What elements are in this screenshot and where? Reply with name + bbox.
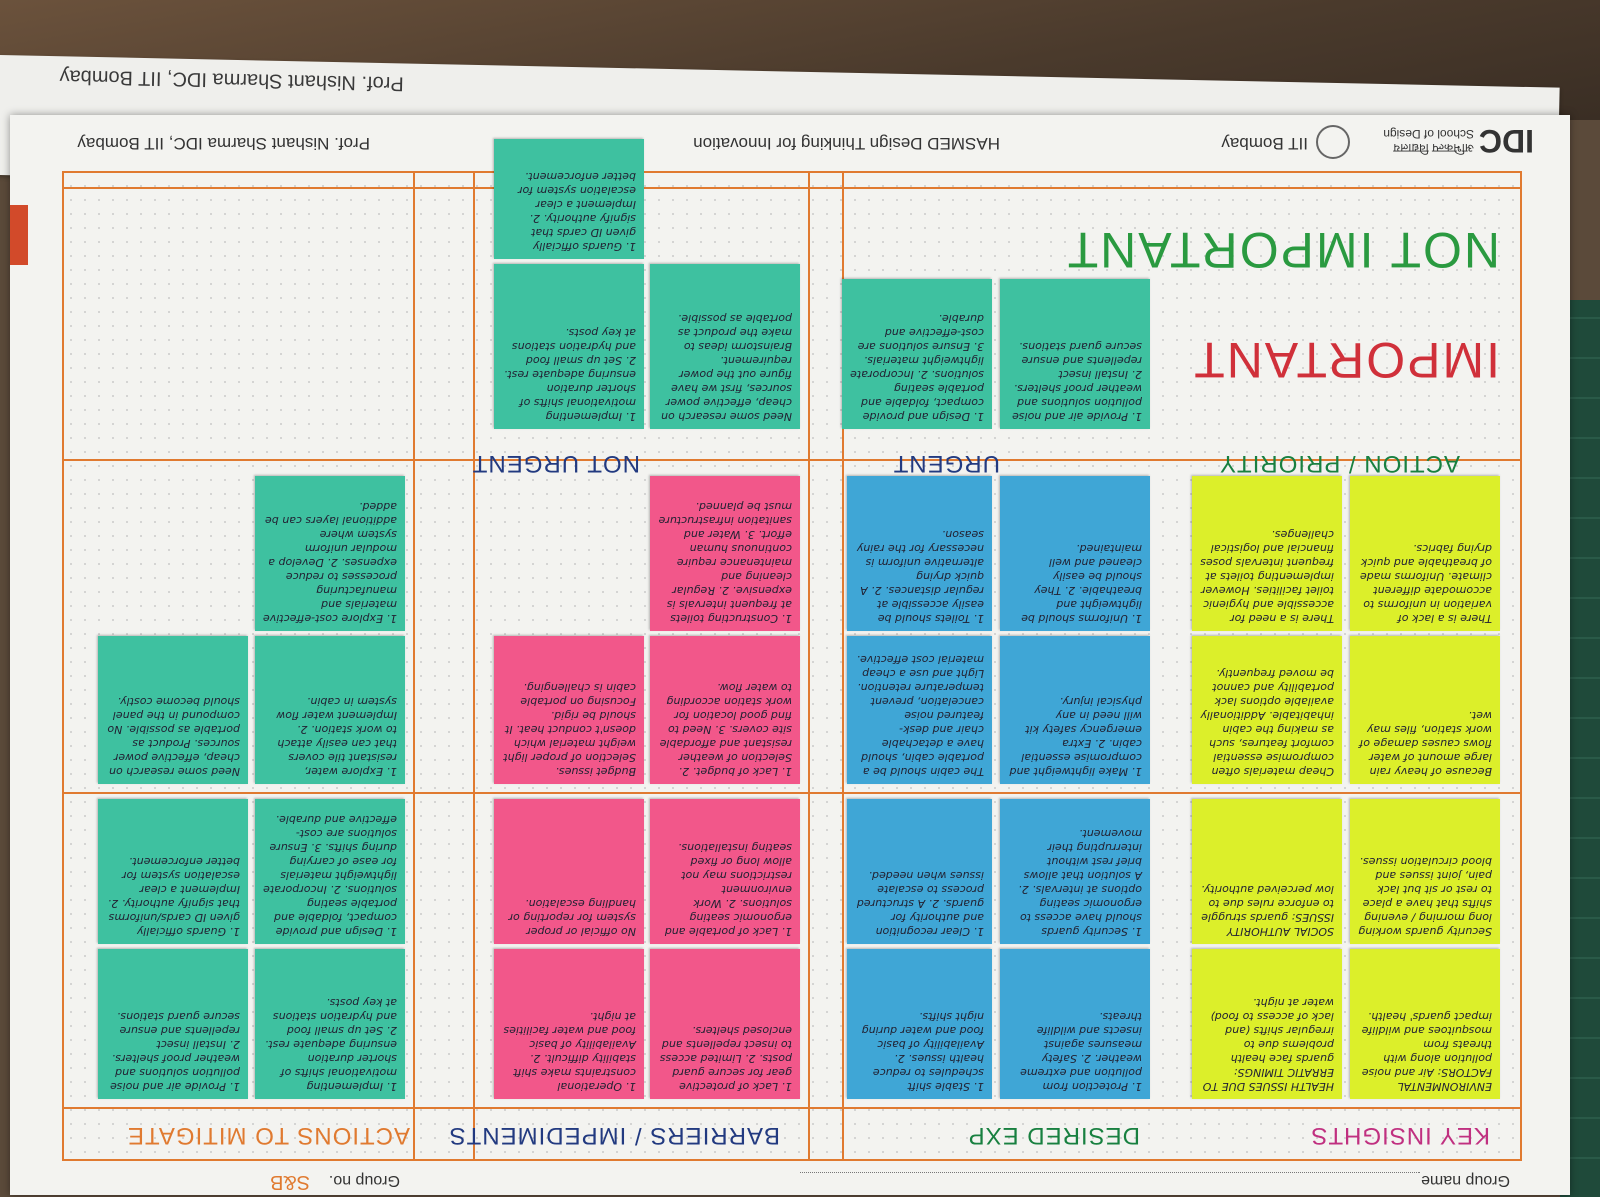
label-important: IMPORTANT <box>1192 332 1500 388</box>
matrix-grid: KEY INSIGHTS DESIRED EXP BARRIERS / IMPE… <box>62 139 1522 1161</box>
grid-line <box>64 1107 1520 1109</box>
sticky-note: 1. Lack of portable and ergonomic seatin… <box>650 799 800 944</box>
grid-line <box>473 173 475 1159</box>
sticky-note: Need some research on cheap, effective p… <box>650 264 800 429</box>
red-tape <box>10 205 28 265</box>
sticky-note: 1. Constructing toilets at frequent inte… <box>650 476 800 631</box>
sticky-note: 1. Clear recognition and authority for g… <box>847 799 992 944</box>
logo-school: School of Design <box>1383 127 1474 141</box>
sticky-note: 1. Implementing motivational shifts of s… <box>255 949 405 1099</box>
group-no-value: S&B <box>269 1171 310 1193</box>
sticky-note: The cabin should be a portable cabin, sh… <box>847 636 992 784</box>
worksheet: Group name Group no. S&B KEY INSIGHTS DE… <box>10 115 1570 1195</box>
grid-line <box>808 173 810 1159</box>
sticky-note: Budget issues. Selection of proper light… <box>494 636 644 784</box>
sticky-note: 1. Lack of budget. 2. Selection of weath… <box>650 636 800 784</box>
label-action-priority: ACTION / PRIORITY <box>1218 450 1460 477</box>
sticky-note: 1. Explore water, resistant tile covers … <box>255 636 405 784</box>
sheet-title: HASMED Design Thinking for Innovation <box>693 134 1000 153</box>
worksheet-rotated: Group name Group no. S&B KEY INSIGHTS DE… <box>10 115 1570 1195</box>
sticky-note: 1. Make lightweight and compromise essen… <box>1000 636 1150 784</box>
sticky-note: 1. Explore cost-effective materials and … <box>255 476 405 631</box>
iit-emblem-icon <box>1316 125 1350 159</box>
sticky-note: Security guards working long morning / e… <box>1350 799 1500 944</box>
group-name-label: Group name <box>1421 1172 1510 1189</box>
sticky-note: 1. Provide air and noise pollution solut… <box>98 949 248 1099</box>
sticky-note: 1. Design and provide compact, foldable … <box>842 279 992 429</box>
sticky-note: Need some research on cheap, effective p… <box>98 636 248 784</box>
group-name-line <box>800 1172 1420 1173</box>
sticky-note: 1. Guards officially given ID cards/unif… <box>98 799 248 944</box>
sticky-note: Because of heavy rain large amount of wa… <box>1350 636 1500 784</box>
sheet-credit: Prof. Nishant Sharma IDC, IIT Bombay <box>77 134 370 153</box>
back-sheet-credit: Prof. Nishant Sharma IDC, IIT Bombay <box>59 65 404 95</box>
sticky-note: There is a need for accessible and hygie… <box>1192 476 1342 631</box>
logo-subtitle: अभिकल्प विद्यालय School of Design <box>1383 127 1474 155</box>
row-label-key-insights: KEY INSIGHTS <box>1310 1122 1490 1149</box>
row-label-actions: ACTIONS TO MITIGATE <box>126 1122 410 1149</box>
sticky-note: HEALTH ISSUES DUE TO ERRATIC TIMINGS: gu… <box>1192 949 1342 1099</box>
sticky-note: ENVIRONMENTAL FACTORS: Air and noise pol… <box>1350 949 1500 1099</box>
sticky-note: 1. Lack of protective gear for secure gu… <box>650 949 800 1099</box>
sticky-note: There is a lack of variation in uniforms… <box>1350 476 1500 631</box>
sticky-note: No official or proper system for reporti… <box>494 799 644 944</box>
sticky-note: 1. Security guards should have access to… <box>1000 799 1150 944</box>
row-label-desired-exp: DESIRED EXP <box>967 1122 1140 1149</box>
sticky-note: 1. Protection from pollution and extreme… <box>1000 949 1150 1099</box>
sticky-note: 1. Provide air and noise pollution solut… <box>1000 279 1150 429</box>
sticky-note: Cheap materials often compromise essenti… <box>1192 636 1342 784</box>
sticky-note: 1. Uniforms should be lightweight and br… <box>1000 476 1150 631</box>
institute-name: IIT Bombay <box>1221 134 1308 153</box>
sticky-note: 1. Operational constraints make shift st… <box>494 949 644 1099</box>
idc-logo: IDC <box>1478 123 1534 159</box>
grid-line <box>413 173 415 1159</box>
sticky-note: 1. Implementing motivational shifts of s… <box>494 264 644 429</box>
row-label-barriers: BARRIERS / IMPEDIMENTS <box>448 1122 780 1149</box>
sheet-header: IDC अभिकल्प विद्यालय School of Design II… <box>10 115 1570 167</box>
logo-hindi: अभिकल्प विद्यालय <box>1393 141 1474 155</box>
label-not-urgent: NOT URGENT <box>471 450 640 477</box>
grid-line <box>64 792 1520 794</box>
grid-line <box>64 187 1520 189</box>
sticky-note: SOCIAL AUTHORITY ISSUES: guards struggle… <box>1192 799 1342 944</box>
sticky-note: 1. Toilets should be easily accessible a… <box>847 476 992 631</box>
label-urgent: URGENT <box>892 450 1000 477</box>
label-not-important: NOT IMPORTANT <box>1065 222 1500 278</box>
group-no-label: Group no. <box>328 1172 400 1189</box>
sticky-note: 1. Design and provide compact, foldable … <box>255 799 405 944</box>
sticky-note: 1. Stable shift schedules to reduce heal… <box>847 949 992 1099</box>
group-bar: Group name Group no. S&B <box>10 1165 1570 1195</box>
